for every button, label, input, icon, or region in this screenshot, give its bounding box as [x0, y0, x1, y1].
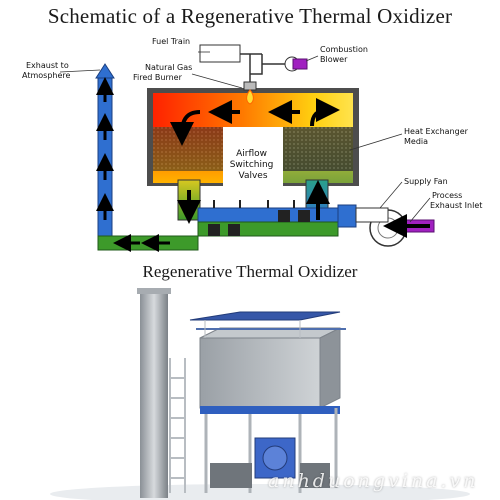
label-burner: Natural Gas Fired Burner	[133, 63, 195, 82]
watermark: anhduongvina.vn	[268, 470, 479, 492]
photo-caption: Regenerative Thermal Oxidizer	[142, 262, 358, 281]
valve-icon	[208, 224, 220, 236]
fuel-train-box	[199, 44, 241, 63]
rto-schematic: Exhaust to Atmosphere Fuel Train Natural…	[22, 37, 482, 252]
label-heat-media: Heat Exchanger Media	[404, 127, 470, 146]
stack-render	[137, 288, 171, 498]
fan-icon	[292, 58, 308, 70]
exhaust-arrows	[96, 77, 170, 252]
burner-assembly	[199, 44, 285, 105]
label-supply-fan: Supply Fan	[404, 177, 448, 186]
valve-icon	[298, 210, 310, 222]
supply-fan	[355, 207, 435, 247]
valve-icon	[228, 224, 240, 236]
switching-valves	[208, 200, 310, 236]
diagram-title: Schematic of a Regenerative Thermal Oxid…	[47, 4, 453, 28]
oxidizer-body-render	[196, 327, 346, 414]
flow-arrows	[170, 98, 340, 224]
duct-manifold	[197, 204, 357, 237]
label-combustion-blower: Combustion Blower	[320, 45, 370, 64]
label-process-inlet: Process Exhaust Inlet	[430, 191, 482, 210]
label-valves: Airflow Switching Valves	[230, 149, 277, 181]
valve-icon	[278, 210, 290, 222]
leader-lines	[59, 51, 431, 223]
flame-icon	[246, 89, 254, 105]
label-fuel-train: Fuel Train	[152, 37, 190, 46]
ladder-render	[169, 358, 186, 493]
combustion-blower	[284, 56, 308, 72]
rto-photo	[0, 288, 500, 500]
roof-render	[189, 311, 341, 338]
label-exhaust: Exhaust to Atmosphere	[22, 61, 71, 80]
fan-render	[210, 437, 330, 488]
